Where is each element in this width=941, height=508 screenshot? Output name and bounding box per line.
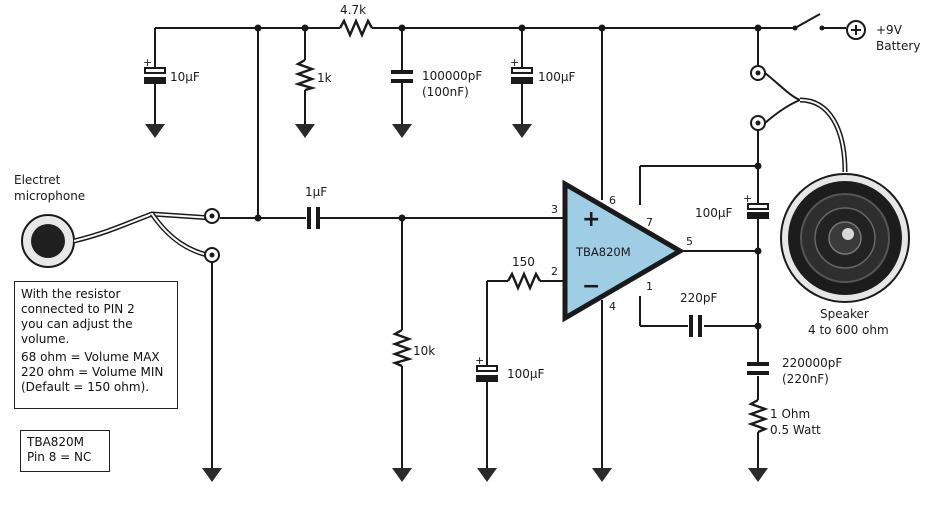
label-150: 150 (512, 255, 535, 269)
pin-3-label: 3 (551, 203, 558, 216)
label-100uf-bottom: 100µF (507, 367, 545, 381)
electrolytic-capacitors (144, 67, 769, 382)
label-battery: Battery (876, 39, 920, 53)
resistor-4k7 (338, 17, 374, 39)
pin-note-line: Pin 8 = NC (27, 450, 92, 464)
label-battery-voltage: +9V (876, 23, 903, 37)
pin-6-label: 6 (609, 194, 616, 207)
component-labels: 10µF 1k 4.7k 100000pF (100nF) 100µF +9V … (14, 3, 920, 437)
label-mic-2: microphone (14, 189, 85, 203)
resistor-1ohm (747, 398, 769, 434)
label-speaker: Speaker (820, 307, 869, 321)
volume-note-line: With the resistor (21, 287, 121, 301)
polarity-marks: + + + + (143, 56, 752, 367)
capacitor-100uf-output (747, 203, 769, 219)
label-speaker-impedance: 4 to 600 ohm (808, 323, 889, 337)
volume-value-line: 220 ohm = Volume MIN (21, 365, 164, 379)
capacitor-100uf-top (511, 67, 533, 84)
ic-name: TBA820M (575, 245, 631, 259)
inverting-input-sign: − (582, 274, 600, 299)
svg-text:+: + (510, 56, 519, 69)
svg-text:+: + (143, 56, 152, 69)
resistor-1k (294, 58, 317, 92)
label-1uf: 1µF (305, 185, 327, 199)
speaker-assembly (750, 65, 910, 303)
resistor-150 (506, 270, 542, 292)
electret-microphone (21, 208, 220, 268)
volume-note-line: you can adjust the (21, 317, 133, 331)
ground-symbols (145, 124, 768, 482)
label-10uf: 10µF (170, 70, 200, 84)
capacitor-10uf (144, 67, 166, 84)
tba820m-amplifier: + − TBA820M (562, 179, 685, 323)
pin-numbers: 3 2 6 7 5 1 4 (551, 194, 693, 313)
battery-terminal (846, 20, 866, 40)
volume-note-line: connected to PIN 2 (21, 302, 135, 316)
label-1ohm: 1 Ohm (770, 407, 810, 421)
pin-7-label: 7 (646, 216, 653, 229)
label-mic-1: Electret (14, 173, 61, 187)
label-220000pf: 220000pF (782, 356, 842, 370)
volume-note-line: volume. (21, 332, 70, 346)
label-220pf: 220pF (680, 291, 718, 305)
resistors (294, 17, 769, 434)
label-100nf: (100nF) (422, 85, 469, 99)
label-220nf: (220nF) (782, 372, 829, 386)
svg-text:+: + (475, 354, 484, 367)
label-10k: 10k (413, 344, 435, 358)
label-100000pf: 100000pF (422, 69, 482, 83)
label-100uf-top: 100µF (538, 70, 576, 84)
pin-5-label: 5 (686, 235, 693, 248)
pin-4-label: 4 (609, 300, 616, 313)
svg-text:+: + (743, 192, 752, 205)
label-0-5watt: 0.5 Watt (770, 423, 821, 437)
pin-note-line: TBA820M (27, 435, 85, 449)
volume-value-line: (Default = 150 ohm). (21, 380, 150, 394)
resistor-10k (391, 328, 413, 368)
capacitor-100uf-bottom (476, 365, 498, 382)
junctions (254, 24, 825, 330)
wires (154, 13, 846, 468)
noninverting-input-sign: + (582, 207, 600, 232)
volume-note-box: With the resistor connected to PIN 2 you… (14, 281, 178, 409)
pin-note-box: TBA820M Pin 8 = NC (20, 430, 110, 472)
label-100uf-output: 100µF (695, 206, 733, 220)
label-4k7: 4.7k (340, 3, 366, 17)
label-1k: 1k (317, 71, 332, 85)
volume-value-line: 68 ohm = Volume MAX (21, 350, 160, 364)
pin-1-label: 1 (646, 280, 653, 293)
pin-2-label: 2 (551, 265, 558, 278)
ceramic-capacitors (307, 70, 769, 375)
